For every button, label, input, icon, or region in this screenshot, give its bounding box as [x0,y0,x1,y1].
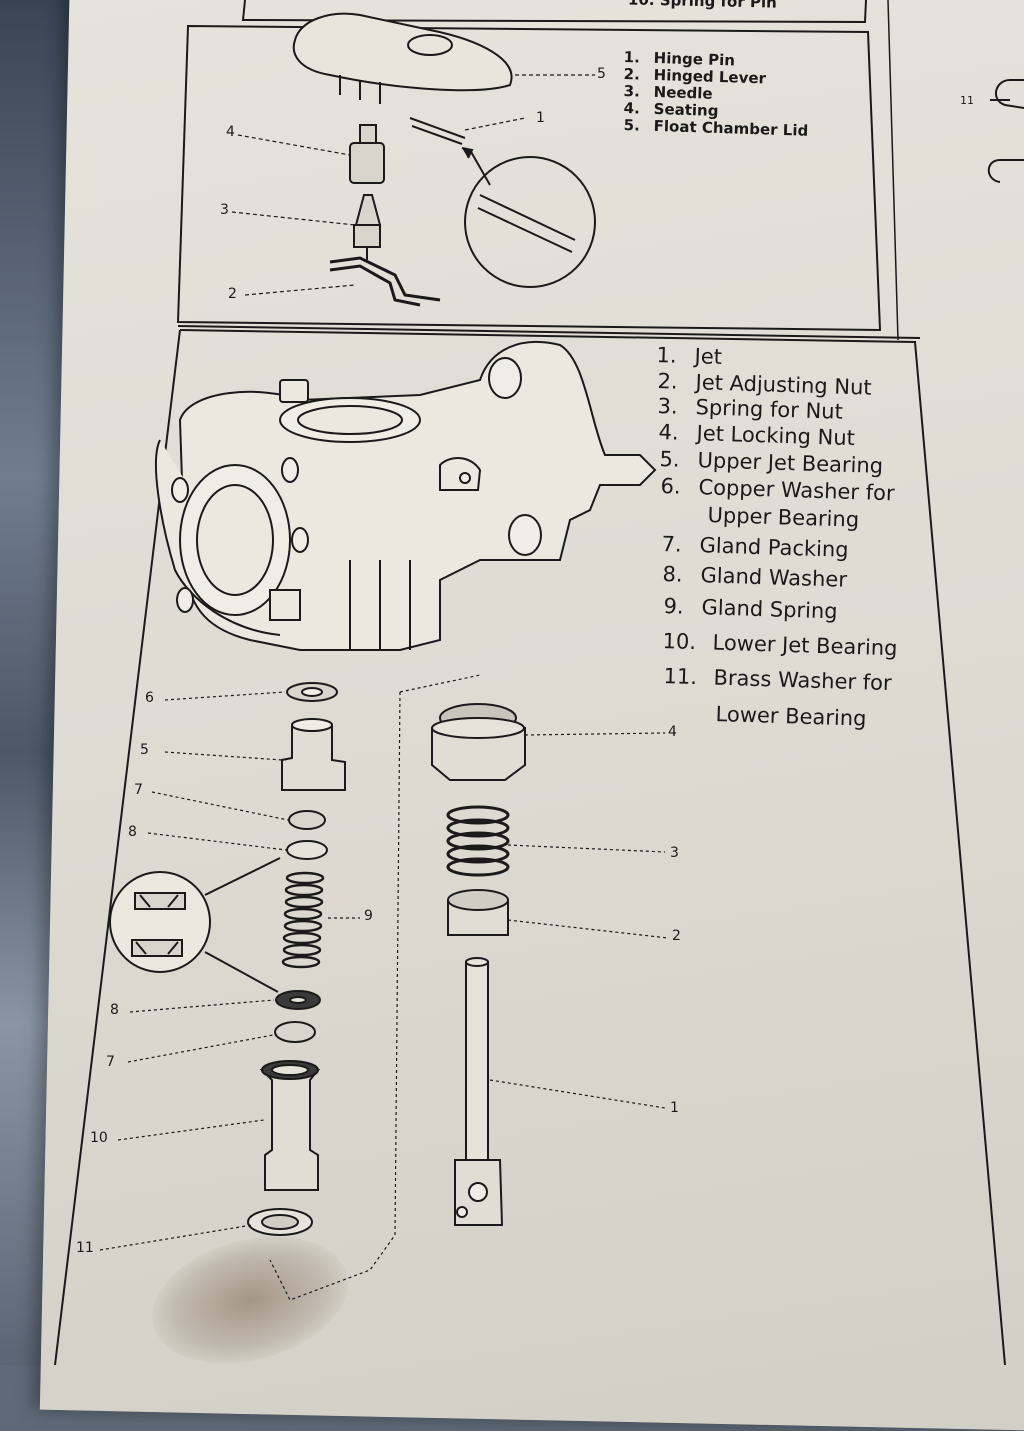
jet-legend-continuation: Lower Bearing [715,702,867,731]
top-frame [241,0,867,24]
callout-number: 5 [597,66,606,82]
side-fragment-drawing [987,79,1024,183]
float-section-frame [176,24,882,332]
callout-number: 1 [536,110,545,126]
callout-number: 7 [106,1054,115,1070]
carburettor-body-drawing [155,340,657,651]
callout-number: 1 [670,1100,679,1116]
jet-section-frame-right [179,329,1006,1365]
callout-number: 3 [670,845,679,861]
callout-number: 8 [128,824,137,840]
needle-drawing [353,194,382,260]
gland-packing-inset-drawing [109,857,281,993]
callout-number: 7 [134,782,143,798]
hinge-pin-drawing [409,117,466,145]
callout-number: 5 [140,742,149,758]
float-chamber-lid-drawing [292,12,513,104]
section-divider [177,325,921,339]
exploded-left-column-drawing [247,682,346,1236]
callout-number: 10 [90,1130,108,1146]
jet-legend-continuation: Upper Bearing [707,503,860,532]
callout-number: 4 [668,724,677,740]
callout-number: 11 [76,1240,94,1256]
jet-legend-item: 1.Jet [656,343,723,370]
seating-drawing [349,124,385,184]
zoom-detail-drawing [461,147,596,288]
exploded-right-column-drawing [431,703,526,1226]
callout-number: 3 [220,202,229,218]
callout-number: 11 [960,94,974,107]
callout-number: 9 [364,908,373,924]
callout-number: 6 [145,690,154,706]
diagram-canvas [54,0,1024,1365]
hinged-lever-drawing [329,256,441,307]
callout-number: 4 [226,124,235,140]
callout-number: 2 [228,286,237,302]
callout-number: 2 [672,928,681,944]
callout-number: 8 [110,1002,119,1018]
